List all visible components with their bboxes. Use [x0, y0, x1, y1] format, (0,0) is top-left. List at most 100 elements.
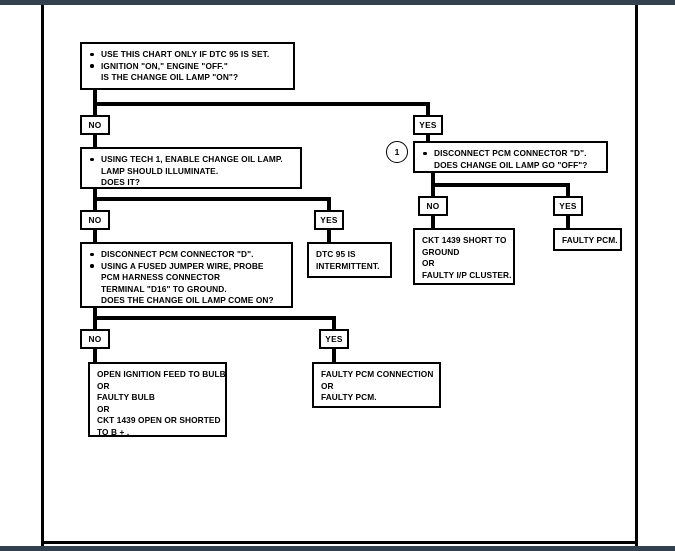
node-text: OR	[422, 258, 435, 268]
bullet-icon	[90, 261, 101, 268]
connector-no-3-drop	[93, 316, 97, 330]
node-line: DISCONNECT PCM CONNECTOR "D".	[90, 249, 285, 261]
node-line: PCM HARNESS CONNECTOR	[90, 272, 285, 284]
connector-yes-4-drop	[566, 183, 570, 197]
bullet-spacer-icon	[90, 272, 101, 279]
connector-branch-bar-3	[93, 316, 336, 320]
connector-branch-bar-2	[93, 197, 331, 201]
node-text: TO B + .	[97, 426, 130, 437]
connector-no-4-drop	[431, 183, 435, 197]
connector-yes-3-drop	[332, 316, 336, 330]
node-text: OR	[97, 380, 110, 391]
branch-label-text: YES	[320, 215, 338, 225]
node-text: DOES IT?	[101, 177, 141, 187]
connector-yes-2-to-result	[327, 230, 331, 242]
reference-marker-text: 1	[394, 147, 400, 157]
node-line: DOES CHANGE OIL LAMP GO "OFF"?	[423, 160, 600, 172]
node-line: DOES IT?	[90, 177, 294, 189]
connector-yes-2-drop	[327, 197, 331, 211]
bullet-spacer-icon	[90, 177, 101, 184]
connector-yes-3-to-result	[332, 349, 336, 362]
node-text: USING A FUSED JUMPER WIRE, PROBE	[101, 260, 264, 271]
node-text: CKT 1439 OPEN OR SHORTED	[97, 415, 221, 425]
branch-label-text: YES	[325, 334, 343, 344]
node-line: DISCONNECT PCM CONNECTOR "D".	[423, 148, 600, 160]
connector-no-3-to-result	[93, 349, 97, 362]
bullet-spacer-icon	[90, 284, 101, 291]
node-text: FAULTY PCM.	[562, 235, 618, 245]
reference-marker-1: 1	[386, 141, 408, 163]
branch-label-text: YES	[559, 201, 577, 211]
bullet-icon	[90, 61, 101, 68]
node-tech1-question: USING TECH 1, ENABLE CHANGE OIL LAMP. LA…	[80, 147, 302, 189]
branch-label-no-3: NO	[80, 329, 110, 349]
connector-q2-stem	[93, 189, 97, 201]
node-text: OPEN IGNITION FEED TO BULB	[97, 369, 226, 379]
node-jumper-wire-question: DISCONNECT PCM CONNECTOR "D". USING A FU…	[80, 242, 293, 308]
bullet-icon	[90, 154, 101, 161]
page-frame-right-rule	[635, 5, 638, 546]
node-text: OR	[321, 380, 334, 391]
connector-no-4-to-result	[431, 216, 435, 228]
node-text: DOES THE CHANGE OIL LAMP COME ON?	[101, 295, 274, 305]
connector-no-1-to-q2	[93, 135, 97, 149]
connector-no-2-drop	[93, 197, 97, 211]
branch-label-text: NO	[426, 201, 440, 211]
node-result-faulty-pcm: FAULTY PCM.	[553, 228, 622, 251]
connector-no-2-to-q3	[93, 230, 97, 244]
branch-label-text: YES	[419, 120, 437, 130]
scan-edge-top	[0, 0, 675, 5]
node-text: FAULTY PCM CONNECTION	[321, 369, 434, 379]
node-text: FAULTY BULB	[97, 392, 155, 402]
node-text: OR	[97, 403, 110, 414]
node-text: DOES CHANGE OIL LAMP GO "OFF"?	[434, 159, 588, 170]
branch-label-text: NO	[88, 334, 102, 344]
bullet-icon	[90, 49, 101, 56]
branch-label-yes-2: YES	[314, 210, 344, 230]
page-frame-left-rule	[41, 5, 44, 546]
node-text: PCM HARNESS CONNECTOR	[101, 272, 221, 282]
node-line: IS THE CHANGE OIL LAMP "ON"?	[90, 72, 287, 84]
node-line: TERMINAL "D16" TO GROUND.	[90, 284, 285, 296]
node-line: USING A FUSED JUMPER WIRE, PROBE	[90, 261, 285, 273]
node-line: DOES THE CHANGE OIL LAMP COME ON?	[90, 295, 285, 307]
branch-label-yes-3: YES	[319, 329, 349, 349]
bullet-spacer-icon	[90, 166, 101, 173]
node-line: LAMP SHOULD ILLUMINATE.	[90, 166, 294, 178]
node-text: DISCONNECT PCM CONNECTOR "D".	[101, 249, 254, 259]
node-text: IGNITION "ON," ENGINE "OFF."	[101, 60, 228, 71]
node-text: USE THIS CHART ONLY IF DTC 95 IS SET.	[101, 49, 270, 59]
connector-yes-1-to-q4	[426, 135, 430, 141]
branch-label-no-1: NO	[80, 115, 110, 135]
bullet-icon	[423, 148, 434, 155]
node-result-dtc95-intermittent: DTC 95 IS INTERMITTENT.	[307, 242, 392, 278]
branch-label-text: NO	[88, 120, 102, 130]
bullet-spacer-icon	[90, 295, 101, 302]
connector-start-stem	[93, 90, 97, 106]
connector-branch-bar-4	[431, 183, 570, 187]
node-result-open-ignition-feed: OPEN IGNITION FEED TO BULB OR FAULTY BUL…	[88, 362, 227, 437]
branch-label-yes-1: YES	[413, 115, 443, 135]
branch-label-no-2: NO	[80, 210, 110, 230]
connector-yes-4-to-result	[566, 216, 570, 228]
node-result-ckt1439-short-to-ground: CKT 1439 SHORT TO GROUND OR FAULTY I/P C…	[413, 228, 515, 285]
node-text: DISCONNECT PCM CONNECTOR "D".	[434, 148, 587, 158]
connector-yes-1-drop	[426, 102, 430, 116]
bullet-spacer-icon	[90, 72, 101, 79]
bullet-spacer-icon	[423, 160, 434, 167]
connector-q3-stem	[93, 308, 97, 320]
node-text: USING TECH 1, ENABLE CHANGE OIL LAMP.	[101, 154, 283, 164]
branch-label-yes-4: YES	[553, 196, 583, 216]
bullet-icon	[90, 249, 101, 256]
connector-q4-stem	[431, 173, 435, 185]
connector-branch-bar-1	[93, 102, 430, 106]
node-disconnect-pcm-question: DISCONNECT PCM CONNECTOR "D". DOES CHANG…	[413, 141, 608, 173]
page-frame-bottom-rule	[41, 541, 638, 544]
node-text: DTC 95 IS	[316, 249, 356, 259]
node-text: FAULTY I/P CLUSTER.	[422, 269, 512, 280]
node-text: IS THE CHANGE OIL LAMP "ON"?	[101, 72, 239, 82]
node-text: CKT 1439 SHORT TO	[422, 235, 507, 245]
branch-label-text: NO	[88, 215, 102, 225]
connector-no-1-drop	[93, 102, 97, 116]
